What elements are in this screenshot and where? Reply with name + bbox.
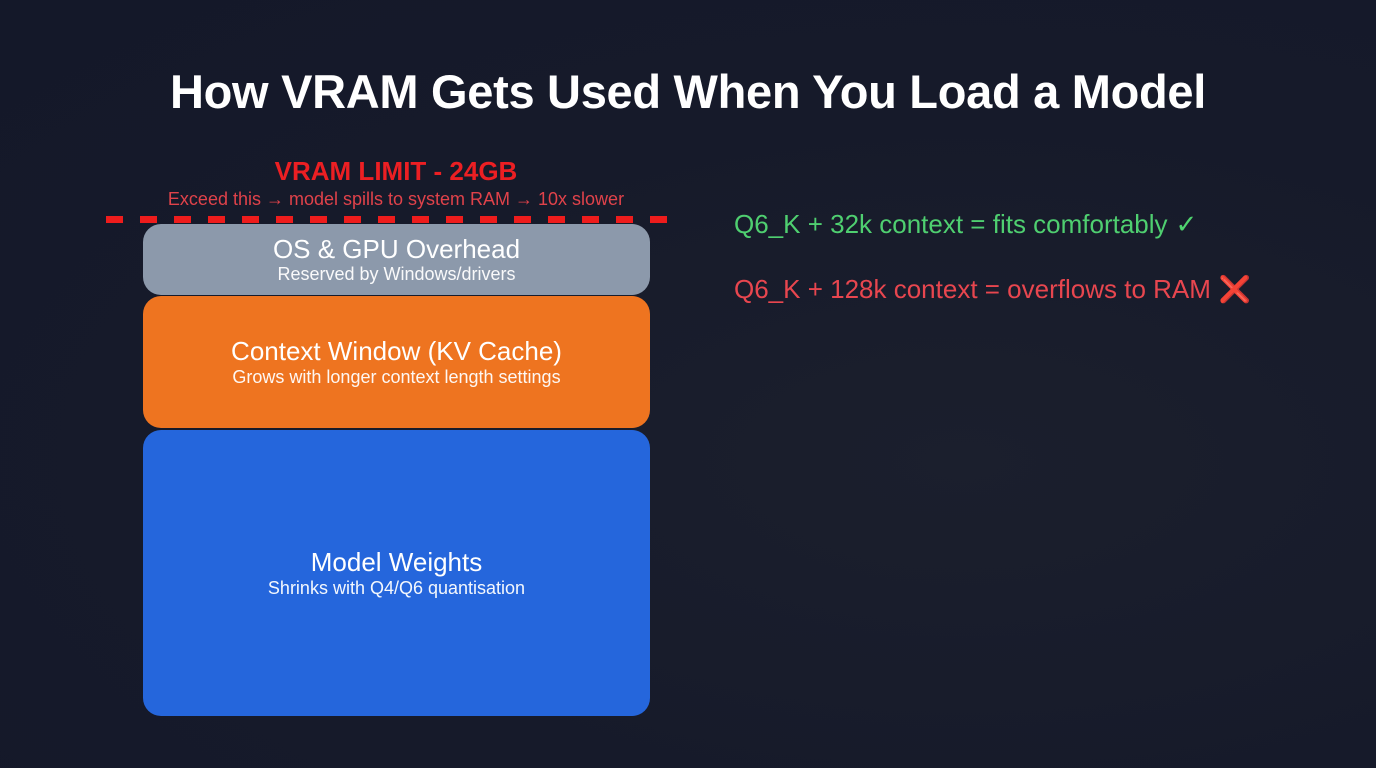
os-overhead-title: OS & GPU Overhead (272, 233, 521, 264)
context-window-subtitle: Grows with longer context length setting… (232, 367, 561, 387)
model-weights-block: Model Weights Shrinks with Q4/Q6 quantis… (143, 430, 650, 716)
note-overflows: Q6_K + 128k context = overflows to RAM❌ (734, 273, 1251, 305)
note-fits: Q6_K + 32k context = fits comfortably✓ (734, 208, 1197, 240)
os-overhead-subtitle: Reserved by Windows/drivers (277, 263, 516, 284)
vram-limit-subtitle: Exceed this → model spills to system RAM… (167, 189, 625, 209)
cross-icon: ❌ (1218, 274, 1252, 304)
model-weights-subtitle: Shrinks with Q4/Q6 quantisation (267, 578, 526, 598)
vram-limit-dashed-line (106, 216, 684, 223)
context-window-block: Context Window (KV Cache) Grows with lon… (143, 296, 650, 428)
model-weights-title: Model Weights (310, 547, 483, 577)
vram-limit-label: VRAM LIMIT - 24GB (274, 156, 518, 186)
os-overhead-block: OS & GPU Overhead Reserved by Windows/dr… (143, 224, 650, 295)
note-fits-text: Q6_K + 32k context = fits comfortably (734, 209, 1168, 239)
note-overflows-text: Q6_K + 128k context = overflows to RAM (734, 274, 1211, 304)
page-title: How VRAM Gets Used When You Load a Model (170, 65, 1206, 118)
context-window-title: Context Window (KV Cache) (231, 336, 562, 366)
check-icon: ✓ (1175, 209, 1198, 239)
